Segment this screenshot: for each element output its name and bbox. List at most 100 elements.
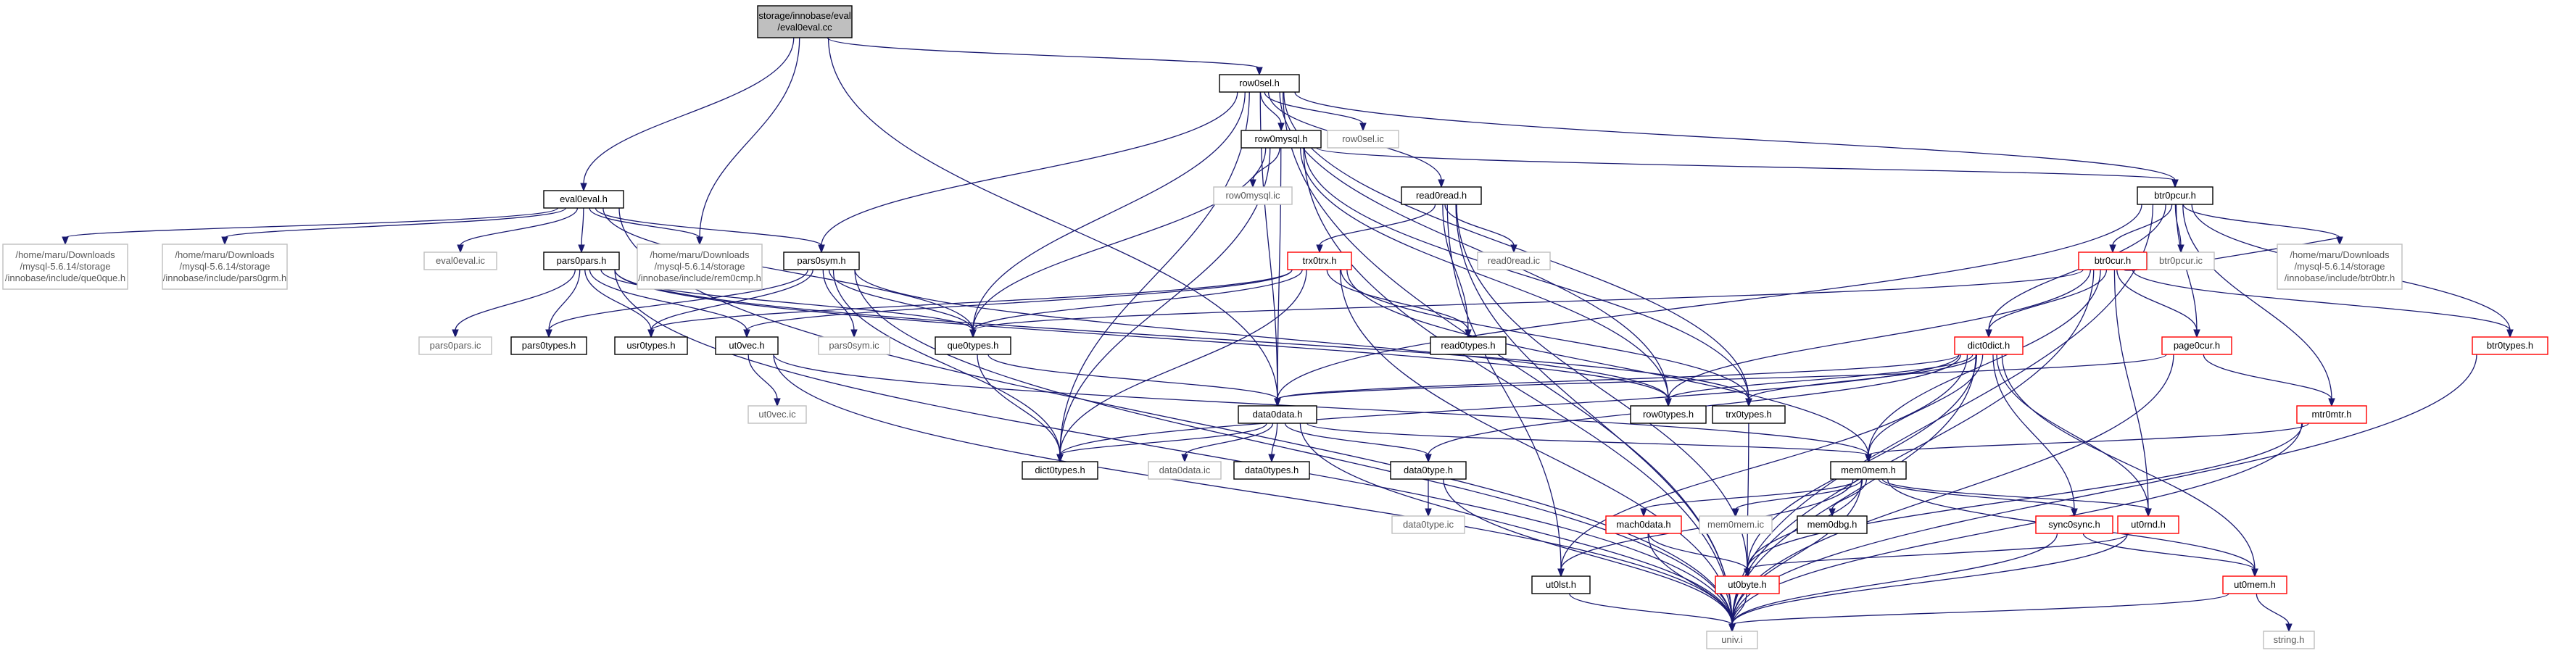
node-label: /innobase/include/que0que.h xyxy=(5,273,125,283)
edge-arrowhead xyxy=(743,329,750,338)
edge-btr0pcur_h-to-btr0cur_h xyxy=(2112,204,2173,246)
node-label: btr0pcur.ic xyxy=(2159,255,2203,266)
node-row0sel-h[interactable]: row0sel.h xyxy=(1219,74,1300,93)
node-trx0types-h[interactable]: trx0types.h xyxy=(1712,405,1786,424)
node-label: trx0trx.h xyxy=(1303,255,1337,266)
node-ut0mem-h[interactable]: ut0mem.h xyxy=(2222,575,2287,594)
node-row0mysql-h[interactable]: row0mysql.h xyxy=(1241,130,1322,149)
edge-pars0sym_h-to-pars0types_h xyxy=(548,269,808,331)
edge-pars0sym_h-to-que0types_h xyxy=(828,269,974,331)
node-mem0mem-h[interactable]: mem0mem.h xyxy=(1830,461,1907,480)
edge-pars0pars_h-to-univ_i xyxy=(614,269,1733,625)
node-label: btr0pcur.h xyxy=(2154,190,2196,201)
node-label: /eval0eval.cc xyxy=(777,22,832,33)
edge-mem0mem_h-to-ut0rnd_h xyxy=(1881,478,2149,510)
node-btr0types-h[interactable]: btr0types.h xyxy=(2472,336,2548,355)
node-label: read0read.ic xyxy=(1488,255,1541,266)
node-usr0types-h[interactable]: usr0types.h xyxy=(614,336,688,355)
node-btr0cur-h[interactable]: btr0cur.h xyxy=(2078,251,2148,270)
edge-row0mysql_h-to-que0types_h xyxy=(972,147,1267,331)
edge-mach0data_h-to-ut0byte_h xyxy=(1648,533,1748,570)
node-ut0byte-h[interactable]: ut0byte.h xyxy=(1715,575,1780,594)
edge-arrowhead xyxy=(1181,454,1188,463)
node-page0cur-h[interactable]: page0cur.h xyxy=(2161,336,2232,355)
edge-root-to-rem0cmp_h xyxy=(699,37,800,238)
node-trx0trx-h[interactable]: trx0trx.h xyxy=(1287,251,1352,270)
node-label: data0type.ic xyxy=(1403,519,1454,530)
edge-trx0trx_h-to-read0types_h xyxy=(1326,269,1469,331)
edge-arrowhead xyxy=(647,329,655,338)
node-ut0lst-h[interactable]: ut0lst.h xyxy=(1531,575,1591,594)
node-mtr0mtr-h[interactable]: mtr0mtr.h xyxy=(2296,405,2367,424)
node-label: read0read.h xyxy=(1416,190,1467,201)
node-label: data0data.ic xyxy=(1159,465,1211,475)
edge-btr0cur_h-to-row0types_h xyxy=(1668,269,2091,400)
edge-trx0trx_h-to-mem0mem_h xyxy=(1346,269,1869,456)
node-mach0data-h[interactable]: mach0data.h xyxy=(1605,515,1682,534)
node-mem0mem-ic: mem0mem.ic xyxy=(1699,515,1773,534)
edge-ut0vec_h-to-univ_i xyxy=(773,354,1733,625)
edge-arrowhead xyxy=(2336,236,2343,246)
node-row0types-h[interactable]: row0types.h xyxy=(1630,405,1707,424)
edge-dict0dict_h-to-dict0types_h xyxy=(1059,354,1960,456)
edge-read0read_h-to-read0types_h xyxy=(1442,204,1469,331)
node-root[interactable]: storage/innobase/eval/eval0eval.cc xyxy=(757,5,853,38)
edge-arrowhead xyxy=(2285,623,2293,633)
edge-ut0vec_h-to-mem0mem_h xyxy=(773,354,1869,456)
edge-que0types_h-to-dict0types_h xyxy=(977,354,1061,456)
node-label: ut0byte.h xyxy=(1728,579,1767,590)
edge-arrowhead xyxy=(818,244,825,254)
node-sync0sync-h[interactable]: sync0sync.h xyxy=(2035,515,2113,534)
edge-eval0eval_h-to-que0types_h xyxy=(602,207,974,331)
node-pars0pars-ic: pars0pars.ic xyxy=(418,336,492,355)
node-pars0pars-h[interactable]: pars0pars.h xyxy=(543,251,620,270)
file-nodes: storage/innobase/eval/eval0eval.cc row0se… xyxy=(2,5,2548,649)
edge-arrowhead xyxy=(2071,508,2078,517)
edge-pars0sym_h-to-univ_i xyxy=(854,269,1733,625)
edge-btr0cur_h-to-que0types_h xyxy=(972,269,2084,331)
edge-data0data_h-to-dict0types_h xyxy=(1059,423,1267,456)
node-data0type-h[interactable]: data0type.h xyxy=(1390,461,1467,480)
node-btr0btr-h: /home/maru/Downloads/mysql-5.6.14/storag… xyxy=(2277,244,2403,290)
edge-row0mysql_h-to-trx0types_h xyxy=(1304,147,1749,400)
edge-pars0pars_h-to-pars0types_h xyxy=(548,269,581,331)
node-eval0eval-h[interactable]: eval0eval.h xyxy=(543,190,624,209)
node-data0types-h[interactable]: data0types.h xyxy=(1233,461,1310,480)
node-que0types-h[interactable]: que0types.h xyxy=(935,336,1011,355)
edge-arrowhead xyxy=(1249,179,1256,188)
edge-eval0eval_h-to-rem0cmp_h xyxy=(589,207,700,238)
edge-arrowhead xyxy=(1665,398,1672,407)
node-btr0pcur-h[interactable]: btr0pcur.h xyxy=(2137,186,2213,205)
edge-arrowhead xyxy=(696,236,703,246)
node-label: /home/maru/Downloads xyxy=(175,249,275,260)
node-label: univ.i xyxy=(1721,634,1742,645)
node-data0data-h[interactable]: data0data.h xyxy=(1238,405,1317,424)
node-row0mysql-ic: row0mysql.ic xyxy=(1213,186,1293,205)
edge-btr0cur_h-to-btr0types_h xyxy=(2132,269,2511,331)
node-read0read-h[interactable]: read0read.h xyxy=(1401,186,1482,205)
node-rem0cmp-h: /home/maru/Downloads/mysql-5.6.14/storag… xyxy=(637,244,763,290)
edge-arrowhead xyxy=(1425,508,1432,517)
node-ut0vec-h[interactable]: ut0vec.h xyxy=(715,336,779,355)
node-dict0dict-h[interactable]: dict0dict.h xyxy=(1954,336,2024,355)
edge-arrowhead xyxy=(1465,329,1472,338)
node-ut0rnd-h[interactable]: ut0rnd.h xyxy=(2117,515,2179,534)
edge-dict0dict_h-to-trx0types_h xyxy=(1748,354,1978,400)
node-dict0types-h[interactable]: dict0types.h xyxy=(1022,461,1098,480)
edge-arrowhead xyxy=(1745,398,1752,407)
node-label: data0types.h xyxy=(1245,465,1299,475)
node-label: page0cur.h xyxy=(2174,340,2220,351)
node-mem0dbg-h[interactable]: mem0dbg.h xyxy=(1797,515,1868,534)
node-label: mtr0mtr.h xyxy=(2312,409,2352,420)
edge-arrowhead xyxy=(1438,179,1445,188)
edge-arrowhead xyxy=(1274,398,1281,407)
edge-page0cur_h-to-univ_i xyxy=(1731,354,2174,625)
edge-arrowhead xyxy=(457,244,464,254)
node-pars0sym-h[interactable]: pars0sym.h xyxy=(783,251,860,270)
edge-arrowhead xyxy=(850,329,858,338)
node-pars0types-h[interactable]: pars0types.h xyxy=(510,336,587,355)
edge-btr0pcur_h-to-mtr0mtr_h xyxy=(2182,204,2332,400)
node-read0types-h[interactable]: read0types.h xyxy=(1430,336,1507,355)
edge-mem0mem_h-to-mem0mem_ic xyxy=(1735,478,1863,510)
edge-read0read_h-to-ut0lst_h xyxy=(1446,204,1562,570)
